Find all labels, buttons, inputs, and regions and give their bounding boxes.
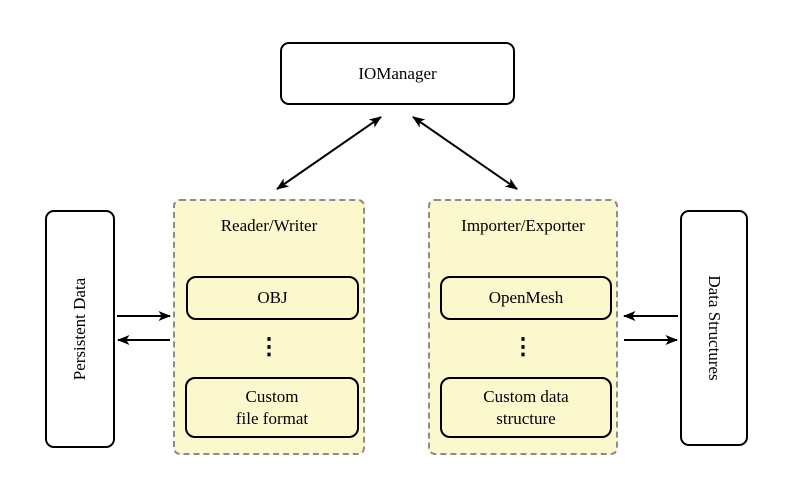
- arrow-iomanager-importerexporter: [412, 116, 518, 190]
- persistent-data-box: Persistent Data: [45, 210, 115, 448]
- custom-data-structure-label: Custom data structure: [483, 387, 569, 428]
- obj-label: OBJ: [257, 288, 288, 308]
- custom-file-format-label: Custom file format: [235, 387, 309, 428]
- iomanager-box: IOManager: [280, 42, 515, 105]
- openmesh-box: OpenMesh: [440, 276, 612, 320]
- iomanager-label: IOManager: [358, 63, 437, 83]
- data-structures-box: Data Structures: [680, 210, 748, 446]
- custom-file-format-box: Custom file format: [185, 377, 359, 438]
- importer-exporter-title: Importer/Exporter: [461, 216, 585, 235]
- arrow-iomanager-readerwriter: [276, 116, 382, 190]
- importer-exporter-group: Importer/Exporter OpenMesh ⋮ Custom data…: [428, 199, 618, 455]
- reader-writer-ellipsis: ⋮: [257, 334, 281, 359]
- data-structures-label: Data Structures: [705, 275, 724, 381]
- custom-data-structure-box: Custom data structure: [440, 377, 612, 438]
- importer-exporter-ellipsis: ⋮: [511, 334, 535, 359]
- obj-box: OBJ: [186, 276, 359, 320]
- reader-writer-group: Reader/Writer OBJ ⋮ Custom file format: [173, 199, 365, 455]
- reader-writer-title: Reader/Writer: [220, 216, 318, 235]
- persistent-data-label: Persistent Data: [70, 277, 89, 381]
- openmesh-label: OpenMesh: [488, 288, 564, 308]
